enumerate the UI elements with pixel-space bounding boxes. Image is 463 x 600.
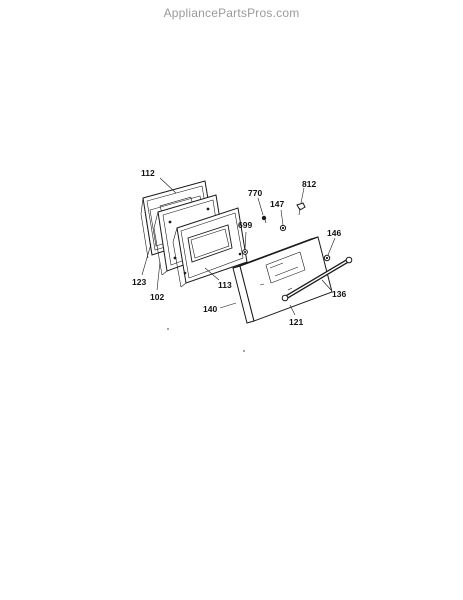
part-label-113: 113 (218, 280, 232, 290)
fastener-147 (279, 224, 287, 232)
scan-speck (167, 328, 169, 330)
site-watermark: AppliancePartsPros.com (163, 6, 300, 20)
part-label-112: 112 (141, 168, 155, 178)
outer-door-glass-part (232, 236, 333, 324)
window-pack-panel-part (172, 207, 248, 288)
part-label-136: 136 (332, 289, 346, 299)
part-label-121: 121 (289, 317, 303, 327)
part-label-123: 123 (132, 277, 146, 287)
part-label-147: 147 (270, 199, 284, 209)
part-label-699: 699 (238, 220, 252, 230)
fastener-699 (242, 249, 248, 255)
part-label-102: 102 (150, 292, 164, 302)
leader-lines (141, 177, 336, 316)
scan-speck (243, 350, 245, 352)
part-label-770: 770 (248, 188, 262, 198)
fastener-146 (323, 254, 331, 262)
part-label-812: 812 (302, 179, 316, 189)
door-handle-part (281, 256, 353, 302)
fastener-770 (261, 215, 267, 224)
part-label-146: 146 (327, 228, 341, 238)
fastener-812 (296, 202, 306, 216)
part-label-140: 140 (203, 304, 217, 314)
